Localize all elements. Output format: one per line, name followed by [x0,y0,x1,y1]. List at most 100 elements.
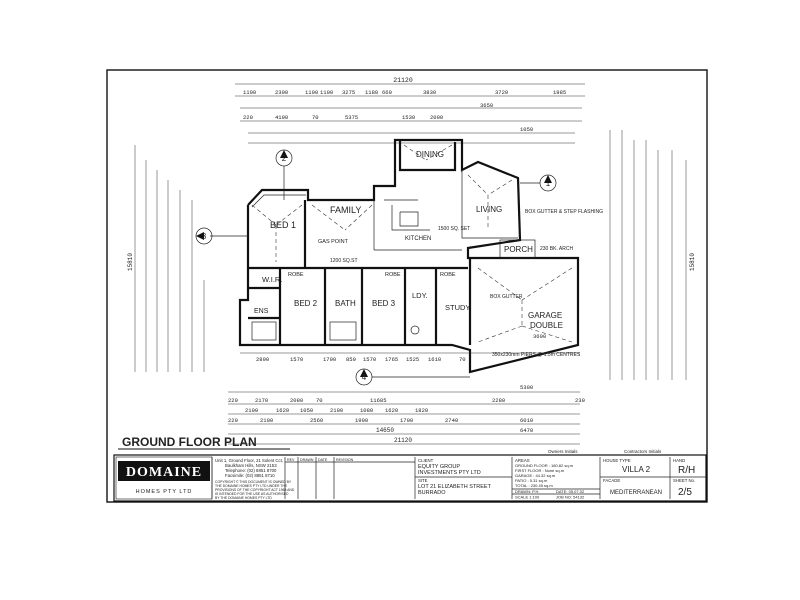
dim-label: 70 [312,114,319,121]
marker-label-3: 3 [202,232,207,241]
room-laundry: LDY. [412,291,428,300]
dim-label: 2100 [260,417,273,424]
room-bed3: BED 3 [372,299,396,308]
room-robe: ROBE [288,272,304,278]
dim-label: 1620 [276,407,289,414]
address-line: Facsimile: (02) 8851 8710 [225,473,275,478]
room-porch: PORCH [504,245,533,254]
dim-label: 1080 [360,407,373,414]
dim-label: 2280 [492,397,505,404]
room-kitchen: KITCHEN [405,236,431,242]
dim-label: 850 [346,356,356,363]
dim-label: 5300 [520,384,533,391]
overall-top-dim: 21120 [393,77,413,84]
marker-label-1: 1 [546,179,551,188]
note-porch: 230 BK. ARCH [540,246,573,252]
dim-label: 1820 [415,407,428,414]
dim-label: 2890 [256,356,269,363]
room-dining: DINING [416,150,444,159]
left-total-dim: 15810 [127,253,134,271]
side-dimensions: 15810 15810 [127,130,696,380]
area-line: FIRST FLOOR : None sq.m [515,468,565,473]
site-address: LOT 21 ELIZABETH STREET [418,484,492,490]
site-address: BURRADO [418,490,446,496]
dim-label: 660 [382,89,392,96]
title-block: DOMAINE HOMES PTY LTD Unit 1, Ground Flo… [113,454,707,502]
rev-header: REV [287,458,295,462]
dim-label: 1900 [355,417,368,424]
owners-initials: Owners Initials [548,449,578,454]
note-piers: 350x230mm PIERS @ 1.5m CENTRES [492,352,581,358]
client-name: INVESTMENTS PTY LTD [418,470,481,476]
room-robe: ROBE [385,272,401,278]
dim-label: 6010 [520,417,533,424]
dim-label: 1790 [323,356,336,363]
dim-label: 220 [228,417,238,424]
dim-label: 2560 [310,417,323,424]
dim-label: 1570 [290,356,303,363]
job-number: JOB NO: 54132 [556,495,585,500]
client-label: CLIENT [418,458,434,463]
bottom-dimensions: 2890 1570 1790 850 1570 1765 1525 1610 5… [228,352,585,445]
marker-label-2: 2 [282,154,287,163]
dim-label: 70 [459,356,466,363]
dim-overall-bottom: 21120 [394,437,412,444]
dim-label: 1525 [406,356,419,363]
dim-label: 2080 [290,397,303,404]
facade-label: FACADE [603,478,620,483]
room-bed2: BED 2 [294,299,318,308]
note-box-gutter: BOX GUTTER & STEP FLASHING [525,209,603,215]
note-box-gutter-2: BOX GUTTER [490,294,523,300]
site-label: SITE [418,478,428,483]
address-line: Unit 1, Ground Floor, 21 Solent Cct, [215,458,283,463]
area-line: GARAGE : 44.32 sq.m [515,473,556,478]
dim-label: 11685 [370,397,387,404]
hand-value: R/H [678,465,695,476]
sheet-label: SHEET No. [673,478,695,483]
dim-label: 6470 [520,427,533,434]
dim-label: 1530 [402,114,415,121]
dim-label: 1610 [428,356,441,363]
dim-label: 70 [316,397,323,404]
room-living: LIVING [476,205,502,214]
logo-company-name: DOMAINE [126,465,202,480]
copyright-line: BY THE DOMAINE HOMES PTY LTD [215,496,272,500]
note-gas-point: GAS POINT [318,239,349,245]
drawn-by: DRAWN: P.H. [515,489,539,494]
room-ensuite: ENS [254,308,269,315]
hand-label: HAND [673,458,685,463]
sheet-number: 2/5 [678,487,692,498]
dim-label: 4190 [275,114,288,121]
room-bed1: BED 1 [270,220,296,230]
top-dimensions: 21120 1100 2300 1100 1100 3275 1180 660 … [235,77,585,144]
drawing-date: DATE: 05.07.02 [556,489,585,494]
rev-header: DATE [318,458,328,462]
plan-title: GROUND FLOOR PLAN [122,435,257,449]
address-line: Baulkham Hills, NSW 2153 [225,463,277,468]
dim-label: 1985 [553,89,566,96]
garage-dim: 3600 [533,333,546,340]
dim-label: 3720 [495,89,508,96]
room-family: FAMILY [330,205,361,215]
dim-label: 1700 [400,417,413,424]
copyright-line: PROVISIONS OF THE COPYRIGHT ACT 1968 AND [215,488,295,492]
house-type-label: HOUSE TYPE [603,458,631,463]
room-garage-double: DOUBLE [530,321,563,330]
note-slab: 1200 SQ.ST [330,258,358,264]
dim-label: 1050 [520,126,533,133]
dim-label: 3830 [423,89,436,96]
area-line: TOTAL : 230.45 sq.m [515,483,553,488]
dim-label: 2100 [245,407,258,414]
dim-label: 2740 [445,417,458,424]
dim-label: 1100 [243,89,256,96]
dim-label: 230 [575,397,585,404]
copyright-line: IS INTENDED FOR THE USE AS AUTHORISED [215,492,289,496]
dim-label: 1570 [363,356,376,363]
dim-label: 1100 [320,89,333,96]
room-wir: W.I.R. [262,275,282,284]
note-sq-set: 1500 SQ. SET [438,226,470,232]
area-line: GROUND FLOOR : 180.82 sq.m [515,463,574,468]
company-logo [118,461,210,481]
dim-label: 3650 [480,102,493,109]
drawing-scale: SCALE 1:100 [515,495,540,500]
